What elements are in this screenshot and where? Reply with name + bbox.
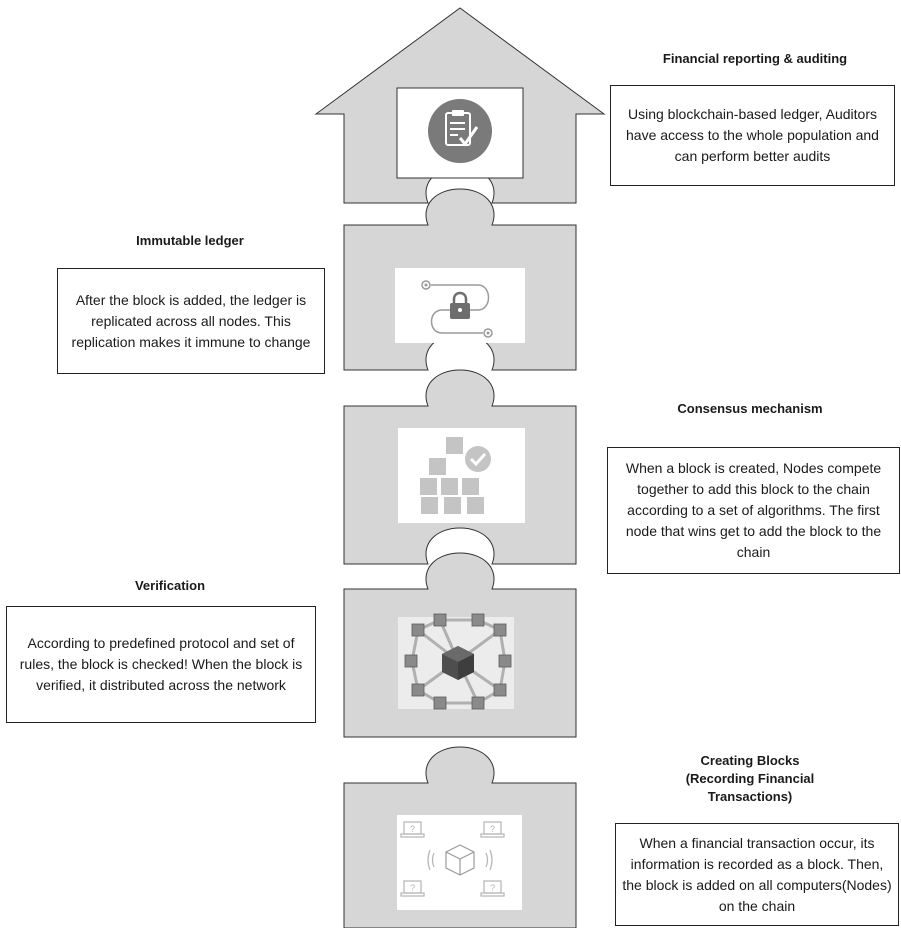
creating-blocks-puzzle-piece: ? ? ? ? — [343, 746, 577, 928]
consensus-description: When a block is created, Nodes compete t… — [607, 447, 900, 574]
network-cube-icon — [404, 613, 512, 710]
svg-text:?: ? — [410, 824, 415, 834]
clipboard-check-icon — [428, 99, 492, 163]
consensus-title: Consensus mechanism — [677, 401, 823, 416]
lock-path-icon — [421, 280, 493, 338]
creating-blocks-description: When a financial transaction occur, its … — [615, 823, 899, 926]
svg-text:?: ? — [490, 824, 495, 834]
stacked-blocks-check-icon — [420, 437, 491, 514]
svg-text:?: ? — [410, 883, 415, 893]
verification-puzzle-piece — [343, 552, 577, 738]
ledger-puzzle-piece — [343, 188, 577, 371]
consensus-puzzle-piece — [343, 369, 577, 565]
immutable-ledger-description: After the block is added, the ledger is … — [57, 268, 325, 374]
verification-title: Verification — [134, 578, 206, 593]
immutable-ledger-title: Immutable ledger — [136, 233, 244, 248]
svg-text:?: ? — [490, 883, 495, 893]
computers-block-icon: ? ? ? ? — [400, 821, 505, 897]
verification-description: According to predefined protocol and set… — [6, 606, 316, 723]
financial-reporting-title: Financial reporting & auditing — [662, 51, 848, 66]
financial-reporting-description: Using blockchain-based ledger, Auditors … — [610, 85, 895, 186]
creating-blocks-title: Creating Blocks (Recording Financial Tra… — [685, 753, 815, 804]
roof-puzzle-piece — [314, 7, 606, 204]
